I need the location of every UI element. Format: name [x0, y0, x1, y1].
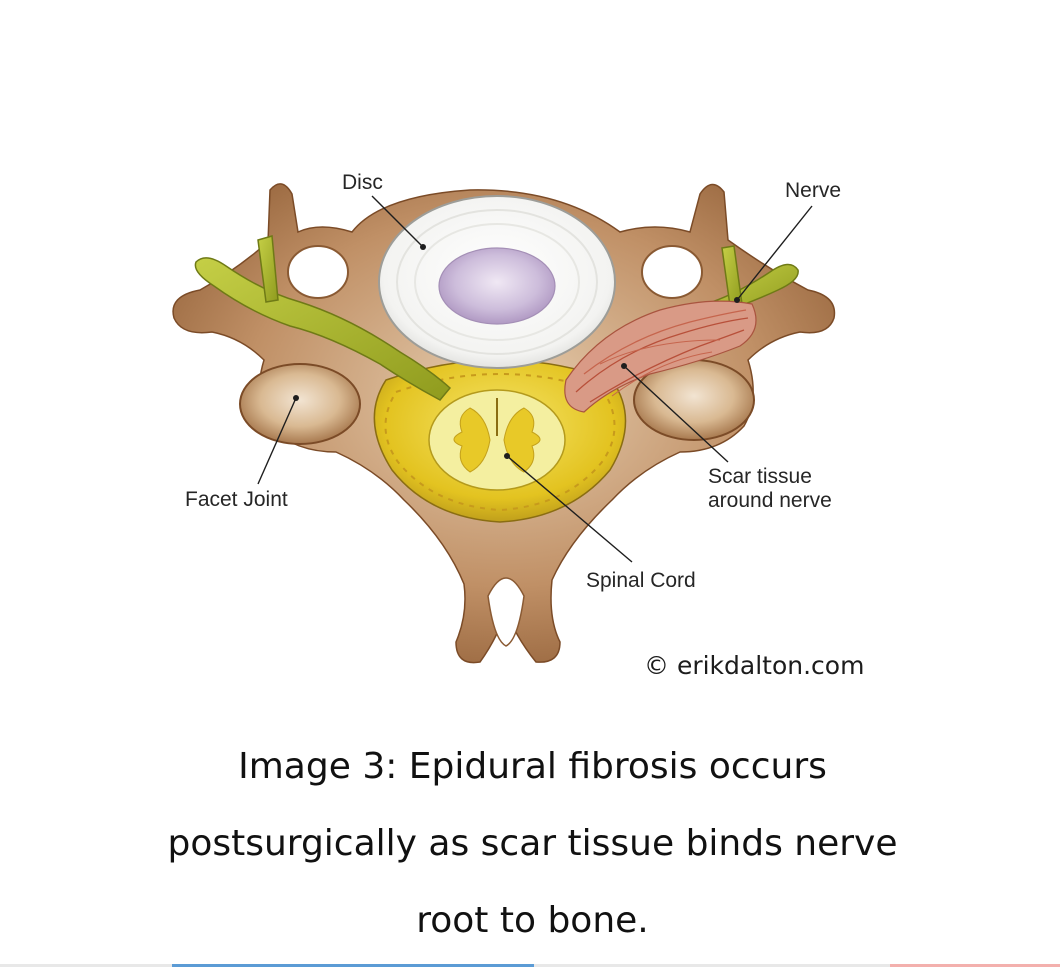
- label-scar-tissue-line2: around nerve: [708, 489, 832, 512]
- label-scar-tissue-line1: Scar tissue: [708, 465, 812, 488]
- intervertebral-disc: [378, 195, 616, 369]
- facet-joint-left: [239, 363, 361, 445]
- scar-tissue: [564, 300, 757, 413]
- bottom-divider-accent-blue: [172, 964, 534, 967]
- leader-lines: [257, 195, 813, 563]
- label-facet-joint: Facet Joint: [185, 488, 288, 511]
- figure-caption: Image 3: Epidural fibrosis occurs postsu…: [167, 746, 898, 941]
- nerve-root-left: [194, 235, 452, 401]
- bottom-divider-accent-red: [890, 964, 1060, 967]
- label-disc: Disc: [342, 171, 383, 194]
- copyright-credit: © erikdalton.com: [644, 651, 864, 680]
- spine-cross-section-diagram: Disc Nerve Facet Joint Scar tissue aroun…: [172, 171, 864, 680]
- label-spinal-cord: Spinal Cord: [586, 569, 696, 592]
- spinal-cord: [428, 389, 566, 491]
- label-nerve: Nerve: [785, 179, 841, 202]
- nucleus-pulposus: [438, 247, 556, 325]
